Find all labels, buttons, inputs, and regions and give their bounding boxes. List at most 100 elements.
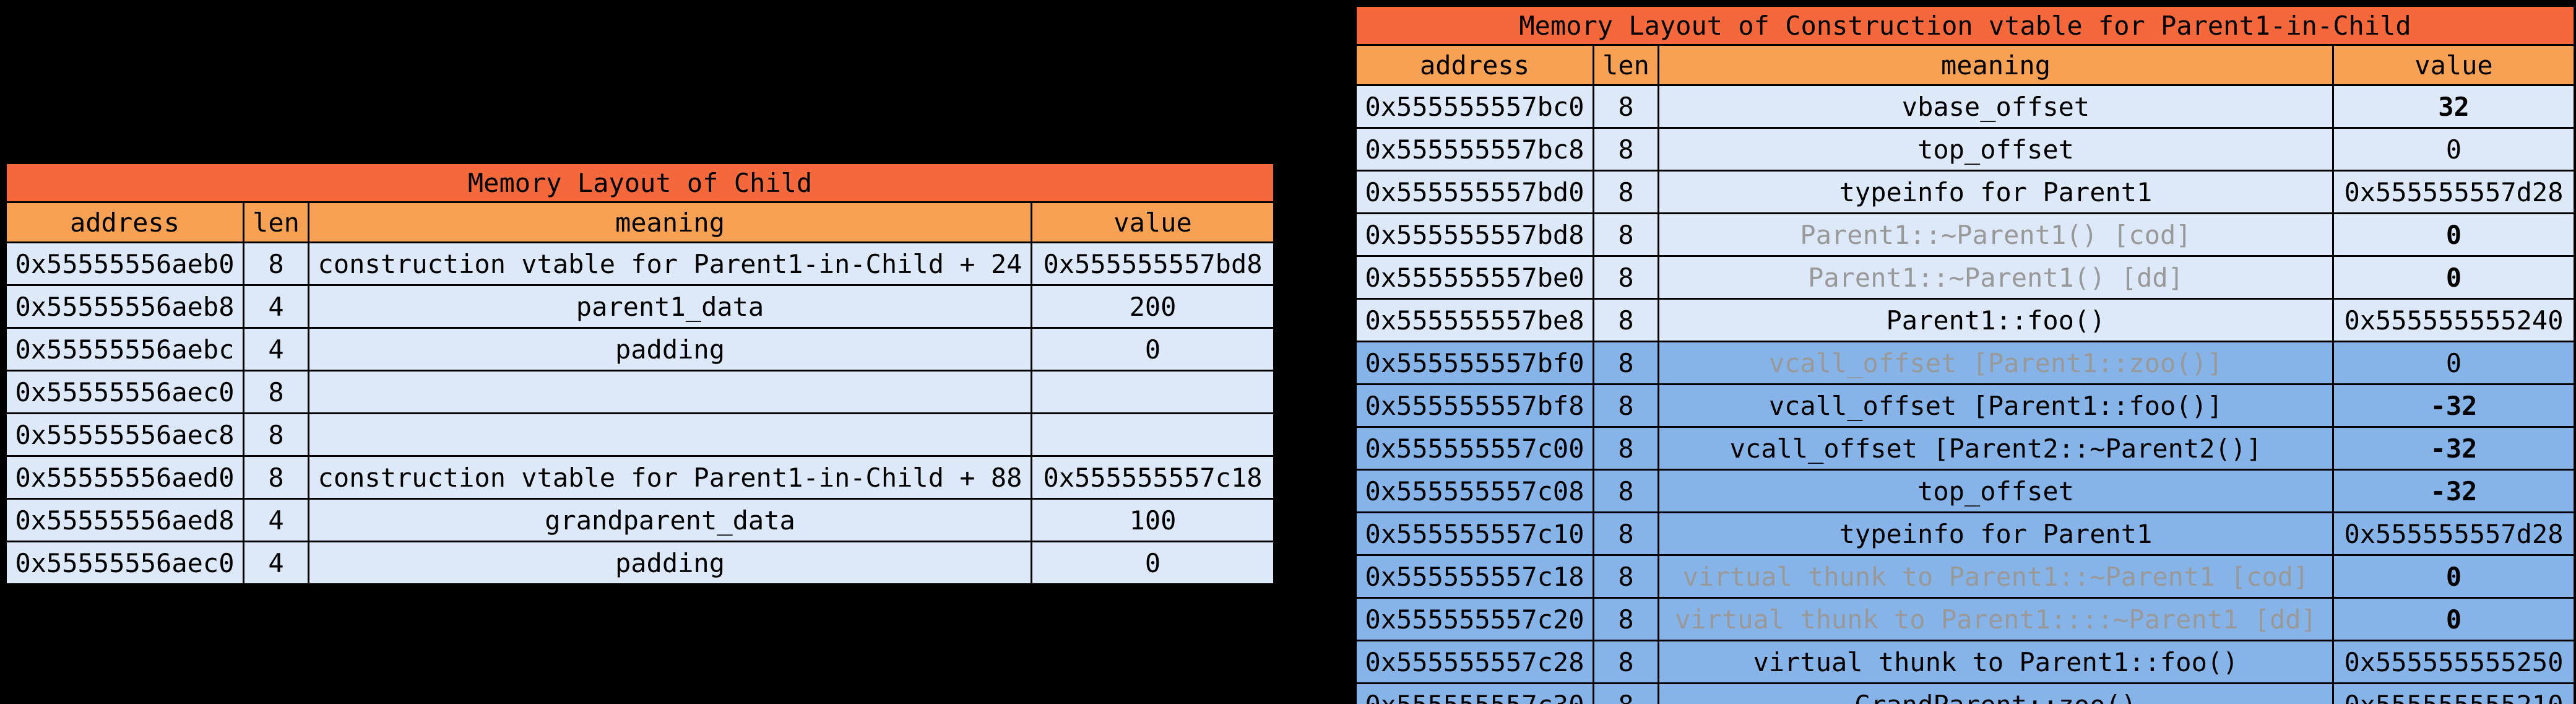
- value-cell: [1030, 370, 1276, 414]
- meaning-cell: parent1_data: [308, 284, 1032, 329]
- meaning-cell: virtual thunk to Parent1::~Parent1 [cod]: [1658, 554, 2334, 599]
- child-table-title-row: Memory Layout of Child: [4, 162, 1276, 203]
- address-cell: 0x555555557bc0: [1355, 84, 1594, 129]
- table-row: 0x555555557c308GrandParent::zoo()0x55555…: [1355, 682, 2575, 704]
- meaning-cell: Parent1::~Parent1() [cod]: [1658, 212, 2334, 257]
- cvtable-title: Memory Layout of Construction vtable for…: [1355, 5, 2575, 46]
- len-cell: 8: [1593, 511, 1659, 556]
- value-cell: 0x555555555240: [2332, 298, 2575, 342]
- meaning-cell: typeinfo for Parent1: [1658, 511, 2334, 556]
- child-table-title: Memory Layout of Child: [4, 162, 1276, 203]
- address-cell: 0x555555557c18: [1355, 554, 1594, 599]
- value-cell: 100: [1030, 498, 1276, 542]
- cvtable-title-row: Memory Layout of Construction vtable for…: [1355, 5, 2575, 46]
- len-cell: 8: [1593, 597, 1659, 641]
- column-header-value: value: [1030, 201, 1276, 243]
- meaning-cell: vcall_offset [Parent2::~Parent2()]: [1658, 426, 2334, 471]
- value-cell: 0x555555555250: [2332, 640, 2575, 684]
- meaning-cell: padding: [308, 327, 1032, 372]
- value-cell: 0x555555555210: [2332, 682, 2575, 704]
- len-cell: 8: [1593, 469, 1659, 513]
- meaning-cell: virtual thunk to Parent1::::~Parent1 [dd…: [1658, 597, 2334, 641]
- column-header-address: address: [5, 201, 244, 243]
- len-cell: 8: [1593, 640, 1659, 684]
- address-cell: 0x555555557bf8: [1355, 383, 1594, 428]
- value-cell: 0: [2332, 341, 2575, 385]
- value-cell: 0: [1030, 327, 1276, 372]
- column-header-value: value: [2332, 44, 2575, 86]
- meaning-cell: top_offset: [1658, 127, 2334, 172]
- value-cell: 0: [2332, 255, 2575, 300]
- meaning-cell: vcall_offset [Parent1::zoo()]: [1658, 341, 2334, 385]
- meaning-cell: vcall_offset [Parent1::foo()]: [1658, 383, 2334, 428]
- address-cell: 0x555555557c28: [1355, 640, 1594, 684]
- column-header-address: address: [1355, 44, 1594, 86]
- meaning-cell: Parent1::~Parent1() [dd]: [1658, 255, 2334, 300]
- address-cell: 0x555555557c20: [1355, 597, 1594, 641]
- meaning-cell: construction vtable for Parent1-in-Child…: [308, 241, 1032, 286]
- value-cell: 0x555555557d28: [2332, 170, 2575, 214]
- address-cell: 0x55555556aed0: [5, 455, 244, 500]
- meaning-cell: top_offset: [1658, 469, 2334, 513]
- len-cell: 8: [243, 241, 309, 286]
- address-cell: 0x555555557c00: [1355, 426, 1594, 471]
- memory-layout-of-child-table: Memory Layout of Child address len meani…: [4, 162, 1276, 585]
- len-cell: 8: [1593, 127, 1659, 172]
- address-cell: 0x55555556aec0: [5, 370, 244, 414]
- value-cell: 0x555555557d28: [2332, 511, 2575, 556]
- len-cell: 8: [1593, 84, 1659, 129]
- address-cell: 0x555555557bc8: [1355, 127, 1594, 172]
- len-cell: 8: [243, 412, 309, 457]
- address-cell: 0x55555556aec0: [5, 541, 244, 585]
- meaning-cell: [308, 412, 1032, 457]
- meaning-cell: construction vtable for Parent1-in-Child…: [308, 455, 1032, 500]
- address-cell: 0x55555556aebc: [5, 327, 244, 372]
- value-cell: 0x555555557c18: [1030, 455, 1276, 500]
- value-cell: 200: [1030, 284, 1276, 329]
- value-cell: -32: [2332, 469, 2575, 513]
- column-header-len: len: [243, 201, 309, 243]
- column-header-meaning: meaning: [1658, 44, 2334, 86]
- child-table-header-row: address len meaning value: [5, 201, 1276, 243]
- value-cell: 0: [2332, 127, 2575, 172]
- len-cell: 8: [1593, 298, 1659, 342]
- len-cell: 8: [1593, 341, 1659, 385]
- address-cell: 0x555555557c08: [1355, 469, 1594, 513]
- value-cell: 0: [2332, 597, 2575, 641]
- len-cell: 8: [1593, 383, 1659, 428]
- value-cell: 32: [2332, 84, 2575, 129]
- meaning-cell: typeinfo for Parent1: [1658, 170, 2334, 214]
- meaning-cell: grandparent_data: [308, 498, 1032, 542]
- len-cell: 8: [243, 455, 309, 500]
- len-cell: 8: [1593, 554, 1659, 599]
- meaning-cell: Parent1::foo(): [1658, 298, 2334, 342]
- len-cell: 8: [1593, 170, 1659, 214]
- meaning-cell: [308, 370, 1032, 414]
- address-cell: 0x55555556aeb0: [5, 241, 244, 286]
- value-cell: -32: [2332, 383, 2575, 428]
- value-cell: 0: [1030, 541, 1276, 585]
- len-cell: 8: [243, 370, 309, 414]
- meaning-cell: GrandParent::zoo(): [1658, 682, 2334, 704]
- address-cell: 0x555555557bf0: [1355, 341, 1594, 385]
- value-cell: -32: [2332, 426, 2575, 471]
